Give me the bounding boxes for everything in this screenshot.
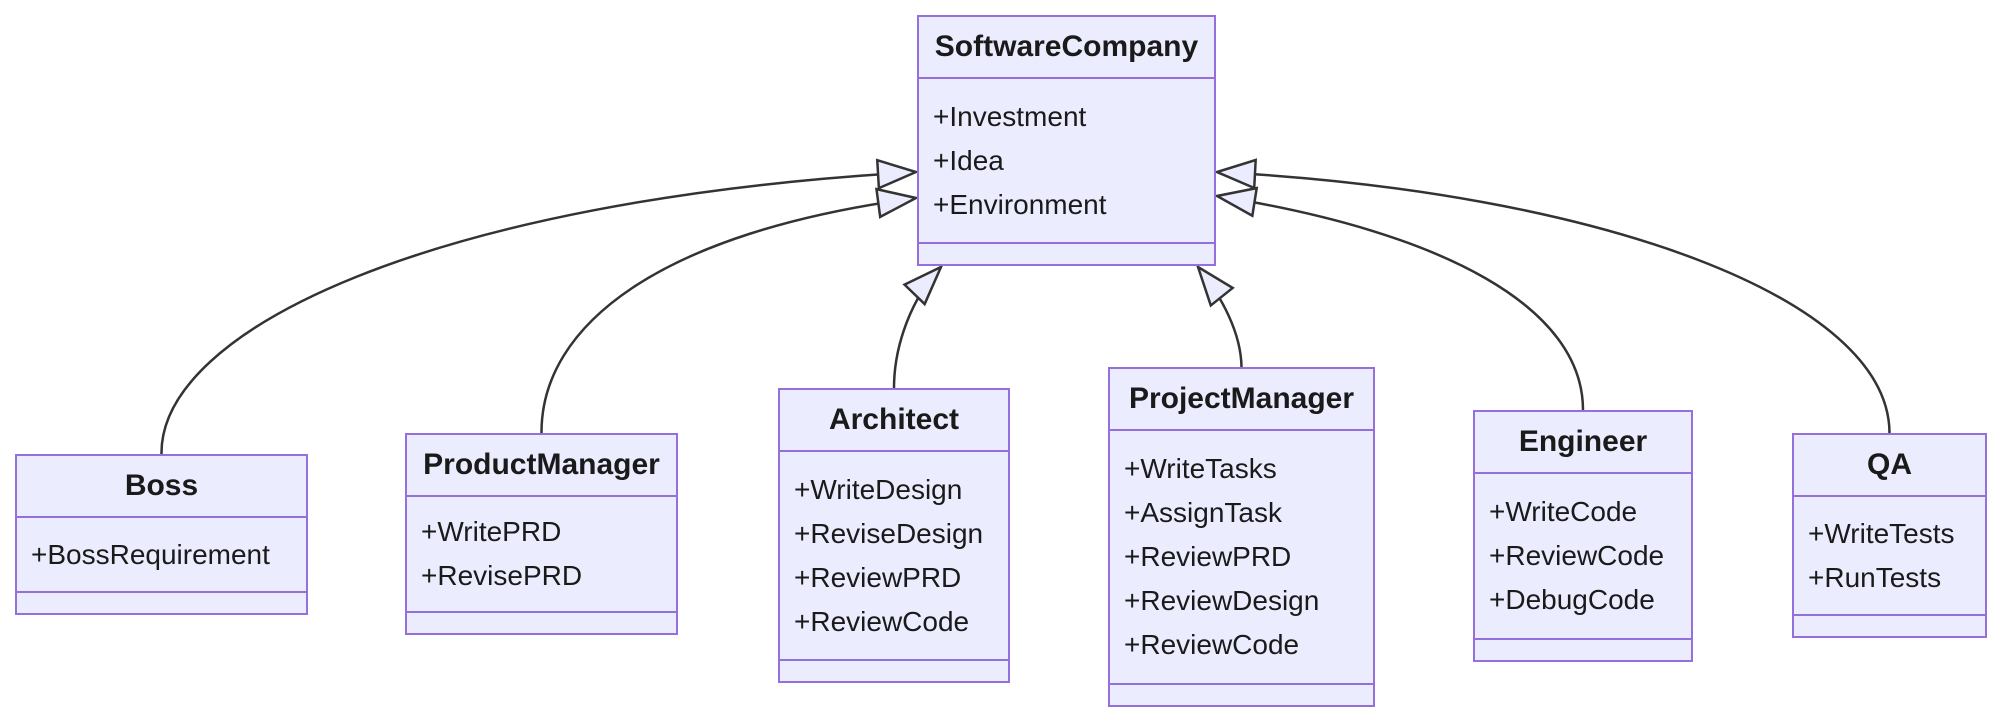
class-name: ProjectManager: [1110, 369, 1373, 431]
class-member: +ReviewPRD: [794, 561, 962, 593]
class-box-softwarecompany: SoftwareCompany +Investment +Idea +Envir…: [917, 15, 1216, 266]
class-name: Architect: [780, 390, 1008, 452]
class-members: +Investment +Idea +Environment: [919, 79, 1214, 242]
edge-projectmanager-to-softwarecompany: [1198, 267, 1243, 368]
class-methods-empty: [1475, 638, 1691, 660]
class-methods-empty: [1110, 683, 1373, 705]
class-members: +BossRequirement: [17, 518, 306, 591]
class-name: Boss: [17, 456, 306, 518]
class-member: +WriteCode: [1489, 496, 1638, 527]
class-members: +WriteTasks +AssignTask +ReviewPRD +Revi…: [1110, 431, 1373, 683]
class-name: ProductManager: [407, 435, 676, 497]
edge-productmanager-to-softwarecompany: [540, 198, 916, 434]
class-name: SoftwareCompany: [919, 17, 1214, 79]
class-methods-empty: [17, 591, 306, 613]
class-members: +WriteCode +ReviewCode +DebugCode: [1475, 474, 1691, 638]
class-member: +Investment: [933, 100, 1087, 132]
class-member: +ReviewCode: [1124, 629, 1300, 660]
edge-boss-to-softwarecompany: [160, 172, 916, 455]
edge-engineer-to-softwarecompany: [1217, 196, 1585, 411]
class-member: +RevisePRD: [421, 560, 583, 591]
class-methods-empty: [919, 242, 1214, 264]
class-member: +RunTests: [1808, 561, 1942, 593]
class-member: +ReviewCode: [794, 605, 970, 637]
class-name: QA: [1794, 435, 1985, 497]
class-box-boss: Boss +BossRequirement: [15, 454, 308, 615]
class-member: +Idea: [933, 144, 1004, 176]
class-box-engineer: Engineer +WriteCode +ReviewCode +DebugCo…: [1473, 410, 1693, 662]
class-methods-empty: [407, 611, 676, 633]
edge-architect-to-softwarecompany: [892, 267, 941, 389]
class-member: +WriteTests: [1808, 517, 1955, 549]
class-box-architect: Architect +WriteDesign +ReviseDesign +Re…: [778, 388, 1010, 683]
class-member: +WriteTasks: [1124, 453, 1277, 484]
class-member: +WriteDesign: [794, 473, 963, 505]
class-box-qa: QA +WriteTests +RunTests: [1792, 433, 1987, 638]
class-box-productmanager: ProductManager +WritePRD +RevisePRD: [405, 433, 678, 635]
class-member: +ReviseDesign: [794, 517, 984, 549]
class-member: +WritePRD: [421, 516, 562, 547]
class-member: +Environment: [933, 188, 1107, 220]
class-members: +WriteTests +RunTests: [1794, 497, 1985, 614]
class-member: +ReviewDesign: [1124, 585, 1320, 616]
class-name: Engineer: [1475, 412, 1691, 474]
class-member: +ReviewPRD: [1124, 541, 1292, 572]
class-member: +BossRequirement: [31, 538, 270, 570]
class-member: +DebugCode: [1489, 584, 1655, 615]
class-members: +WritePRD +RevisePRD: [407, 497, 676, 611]
class-box-projectmanager: ProjectManager +WriteTasks +AssignTask +…: [1108, 367, 1375, 707]
class-member: +ReviewCode: [1489, 540, 1665, 571]
class-members: +WriteDesign +ReviseDesign +ReviewPRD +R…: [780, 452, 1008, 659]
edge-qa-to-softwarecompany: [1217, 172, 1891, 434]
class-methods-empty: [1794, 614, 1985, 636]
class-methods-empty: [780, 659, 1008, 681]
class-member: +AssignTask: [1124, 497, 1282, 528]
